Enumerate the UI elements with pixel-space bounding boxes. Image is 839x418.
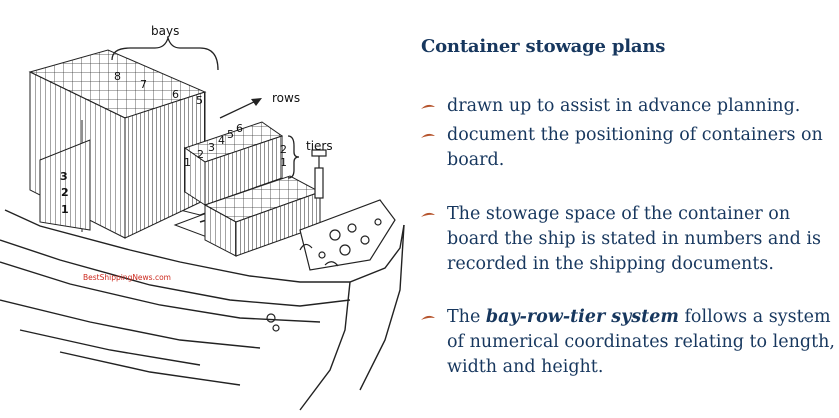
bay-number: 6 [172,88,179,101]
bullet-text-post: follows a system of numerical coordinate… [447,307,835,377]
rows-label: rows [272,91,300,105]
rows-arrow-head [251,98,262,106]
bullet-item: document the positioning of containers o… [421,123,836,173]
bullet-leaf-icon [421,212,435,217]
row-number: 5 [227,128,234,141]
ship-stowage-illustration: bays 8 7 6 5 rows 1 2 3 4 5 6 tiers 2 1 … [0,24,405,411]
container-stack-forward [203,175,322,257]
tier-number: 1 [280,156,287,169]
row-number: 2 [197,148,204,161]
tiers-bracket [287,135,300,179]
row-number: 6 [236,122,243,135]
row-number: 3 [208,141,215,154]
row-number: 1 [184,156,191,169]
bullet-item: drawn up to assist in advance planning. [421,94,836,119]
bays-bracket [111,35,219,71]
tier-number: 3 [60,170,68,183]
bullet-text: drawn up to assist in advance planning. [447,96,801,116]
bullet-text: document the positioning of containers o… [447,125,823,170]
bullet-leaf-icon [421,315,435,320]
tier-number: 1 [61,203,69,216]
container-stack-left [39,139,91,231]
container-stack-right [183,121,284,206]
bay-number: 7 [140,78,147,91]
bow-deck-equipment [266,149,396,332]
bullet-leaf-icon [421,133,435,138]
tier-number: 2 [61,186,69,199]
watermark: BestShippingNews.com [83,273,171,282]
bullet-item: The stowage space of the container on bo… [421,202,836,277]
tier-number: 2 [280,143,287,156]
bullet-text-pre: The [447,307,486,327]
row-number: 4 [218,134,225,147]
bay-number: 5 [196,94,203,107]
bullet-leaf-icon [421,104,435,109]
bay-number: 8 [114,70,121,83]
slide-title: Container stowage plans [421,36,666,57]
bullet-text: The stowage space of the container on bo… [447,204,821,274]
tiers-label: tiers [306,139,333,153]
bullet-text-emphasis: bay-row-tier system [485,307,679,327]
rows-arrow [219,99,259,119]
bullet-item: The bay-row-tier system follows a system… [421,305,836,380]
ship-hull [0,209,405,411]
bays-label: bays [151,24,179,38]
bullet-text: The bay-row-tier system follows a system… [447,305,836,380]
